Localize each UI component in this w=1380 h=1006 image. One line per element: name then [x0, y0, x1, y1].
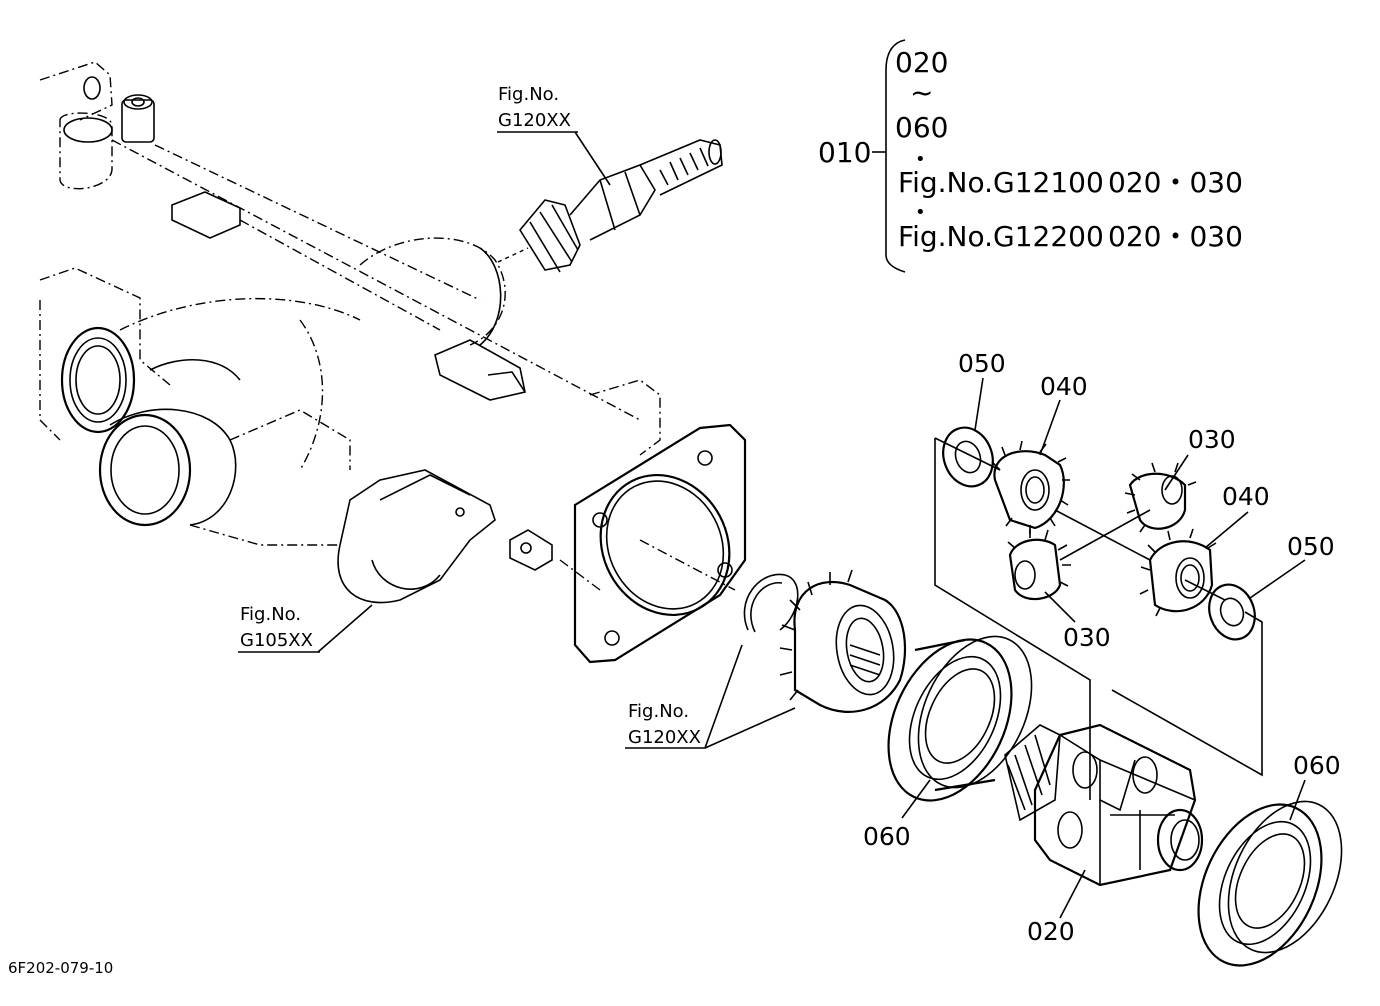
- callout-010: 010: [818, 136, 871, 169]
- gear-ref-code: G120XX: [628, 727, 701, 748]
- fig-g12100: Fig.No.G12100: [898, 166, 1104, 199]
- callout-030-b: 030: [1063, 623, 1111, 652]
- fig-g12200-parts: 020・030: [1108, 220, 1243, 253]
- bearing-left: [887, 635, 1033, 802]
- callout-040-a: 040: [1040, 372, 1088, 401]
- range-tilde: ~: [910, 76, 933, 109]
- bevel-pinion-shaft: [497, 139, 723, 273]
- range-end: 060: [895, 111, 948, 144]
- drawing-id: 6F202-079-10: [8, 959, 113, 977]
- range-start: 020: [895, 46, 948, 79]
- bearing-right: [1197, 800, 1343, 967]
- gear-ref-fig: Fig.No.: [628, 701, 689, 722]
- bracket-010: [872, 39, 906, 273]
- explode-lines: [934, 437, 1263, 800]
- fig-g12200: Fig.No.G12200: [898, 220, 1104, 253]
- bullet-2: •: [915, 202, 926, 223]
- leader-pinion-ref: [574, 131, 611, 186]
- pinion-gear-b: [1007, 529, 1071, 601]
- pinion-ref-fig: Fig.No.: [498, 84, 559, 105]
- leader-gear-ref: [704, 644, 796, 749]
- axle-housing: [39, 61, 661, 604]
- callout-060-a: 060: [863, 822, 911, 851]
- callout-030-a: 030: [1188, 425, 1236, 454]
- side-gear-a: [991, 440, 1070, 534]
- thrust-washer-b: [1208, 583, 1256, 641]
- housing-flange: [573, 423, 747, 664]
- pinion-gear-a: [1124, 462, 1197, 533]
- snap-ring: [743, 573, 799, 633]
- housing-ref-fig: Fig.No.: [240, 604, 301, 625]
- ring-gear: [779, 569, 907, 713]
- callout-leaders: [901, 377, 1306, 919]
- callout-040-b: 040: [1222, 482, 1270, 511]
- thrust-washer-a: [942, 426, 994, 488]
- callout-020: 020: [1027, 917, 1075, 946]
- differential-case: [1004, 723, 1204, 887]
- callout-050-b: 050: [1287, 532, 1335, 561]
- housing-ref-code: G105XX: [240, 630, 313, 651]
- leader-housing-ref: [317, 604, 373, 653]
- fig-g12100-parts: 020・030: [1108, 166, 1243, 199]
- callout-060-b: 060: [1293, 751, 1341, 780]
- bullet-1: •: [915, 149, 926, 170]
- callout-050-a: 050: [958, 349, 1006, 378]
- side-gear-b: [1139, 528, 1217, 617]
- pinion-ref-code: G120XX: [498, 110, 571, 131]
